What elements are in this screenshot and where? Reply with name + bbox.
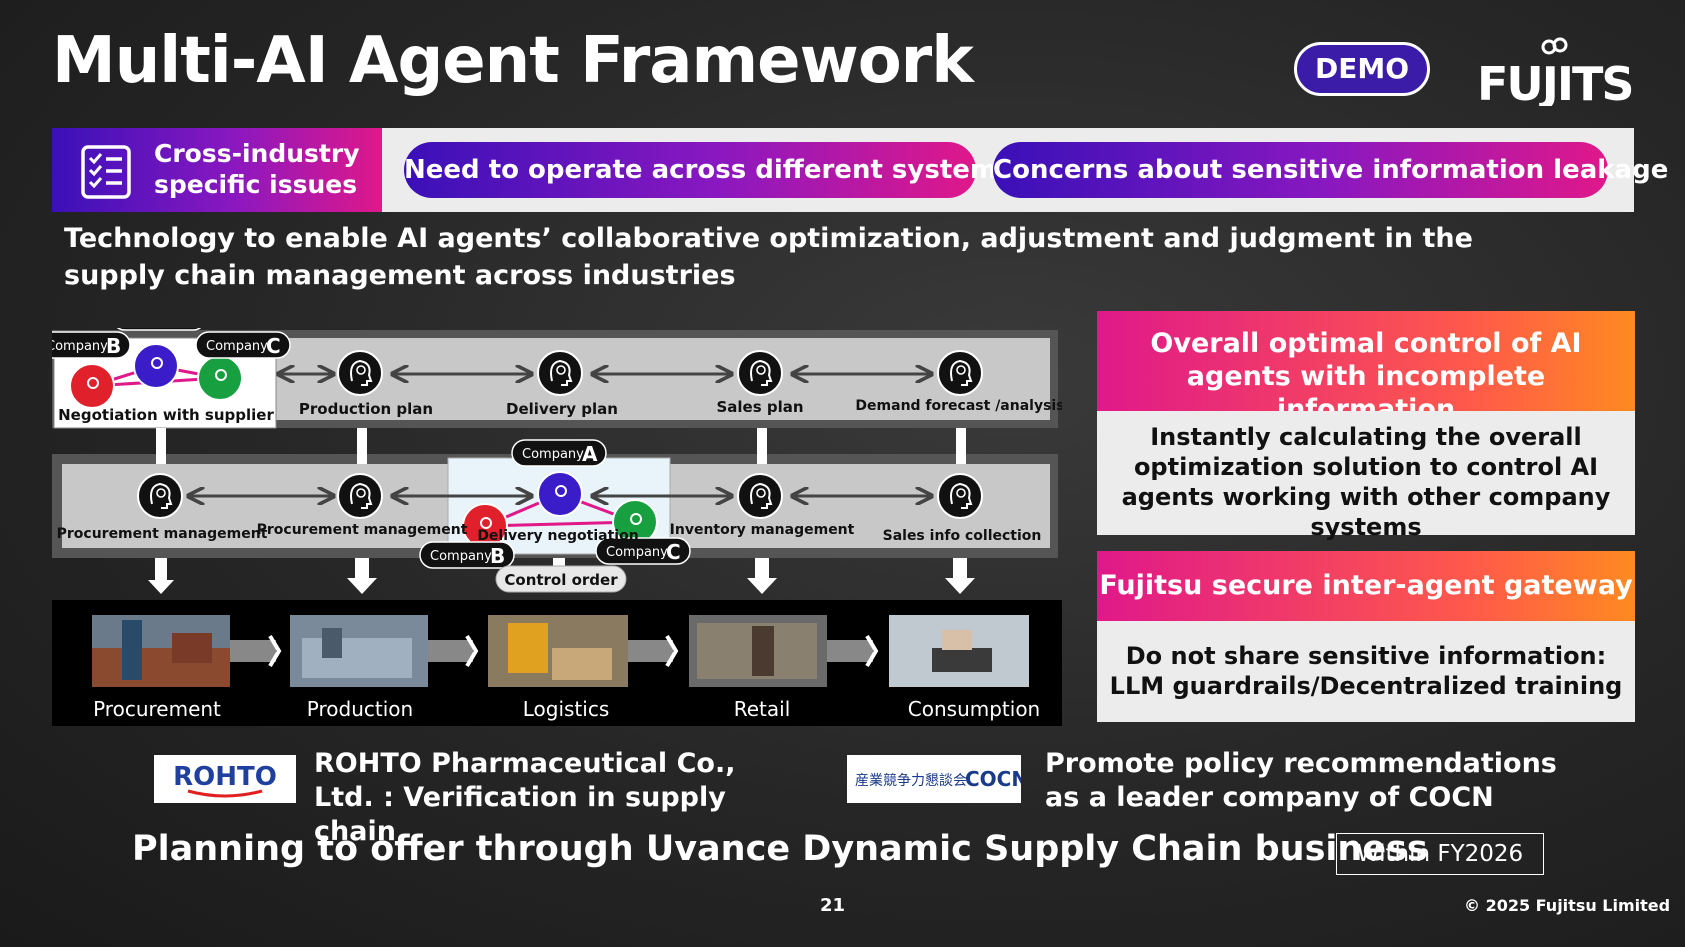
rohto-logo: ROHTO (154, 755, 296, 803)
issues-heading: Cross-industry specific issues (154, 139, 360, 199)
timeline-badge: Within FY2026 (1336, 833, 1544, 875)
label-sales-plan: Sales plan (716, 398, 803, 416)
checklist-icon (81, 145, 131, 199)
delivery-company-b-badge: Company B (419, 541, 515, 569)
svg-text:A: A (582, 442, 598, 466)
svg-text:C: C (666, 540, 681, 564)
company-a-agent-icon (133, 343, 179, 389)
svg-text:Company: Company (430, 549, 492, 564)
label-procurement-mgmt-1: Procurement management (57, 526, 268, 542)
sales-info-agent-icon (937, 473, 983, 519)
svg-text:B: B (106, 334, 121, 358)
svg-text:Company: Company (52, 339, 108, 354)
company-a-badge: Company A (116, 328, 202, 331)
svg-text:ROHTO: ROHTO (173, 762, 277, 792)
svg-text:Company: Company (206, 339, 268, 354)
page-number: 21 (820, 895, 846, 916)
stage-logistics: Logistics (523, 697, 610, 721)
sales-plan-agent-icon (737, 350, 783, 396)
label-delivery-plan: Delivery plan (506, 400, 618, 418)
label-production-plan: Production plan (299, 400, 433, 418)
secure-gateway-body: Do not share sensitive information: LLM … (1097, 621, 1635, 722)
svg-text:Control order: Control order (504, 571, 618, 589)
photo-production (290, 615, 428, 687)
optimal-control-title: Overall optimal control of AI agents wit… (1097, 311, 1635, 425)
stage-consumption: Consumption (908, 697, 1040, 721)
company-b-agent-icon (69, 363, 115, 409)
inventory-agent-icon (737, 473, 783, 519)
fujitsu-logo: FUJITSU (1477, 37, 1635, 106)
svg-text:Company: Company (522, 447, 584, 462)
demand-forecast-agent-icon (937, 350, 983, 396)
svg-text:産業競争力懇談会: 産業競争力懇談会 (855, 772, 967, 789)
issue-pill-systems: Need to operate across different systems (404, 142, 1012, 198)
photo-consumption (889, 615, 1029, 687)
delivery-company-b-agent-icon (462, 503, 508, 549)
control-order-pill: Control order (495, 565, 627, 593)
optimal-control-body: Instantly calculating the overall optimi… (1097, 411, 1635, 541)
photo-retail (689, 615, 827, 687)
procurement-mgmt-agent-icon (337, 473, 383, 519)
secure-gateway-title: Fujitsu secure inter-agent gateway (1097, 551, 1635, 621)
stage-retail: Retail (734, 697, 791, 721)
company-b-badge: Company B (52, 331, 131, 359)
cocn-logo: 産業競争力懇談会 COCN (847, 755, 1021, 803)
tech-statement: Technology to enable AI agents’ collabor… (64, 223, 1473, 291)
photo-logistics (488, 615, 628, 687)
copyright: © 2025 Fujitsu Limited (1464, 896, 1671, 915)
page-title: Multi-AI Agent Framework (52, 24, 974, 98)
cocn-description: Promote policy recommendations as a lead… (1045, 748, 1557, 813)
svg-text:B: B (490, 544, 505, 568)
issue-pill-leakage: Concerns about sensitive information lea… (993, 142, 1668, 198)
stage-production: Production (307, 697, 413, 721)
photo-procurement (92, 615, 230, 687)
svg-text:Company: Company (606, 545, 668, 560)
delivery-company-c-badge: Company C (595, 537, 691, 565)
plan-statement: Planning to offer through Uvance Dynamic… (132, 829, 1428, 869)
svg-text:COCN: COCN (965, 767, 1021, 791)
label-delivery-negotiation: Delivery negotiation (477, 528, 638, 544)
stage-procurement: Procurement (93, 697, 221, 721)
delivery-company-a-badge: Company A (511, 439, 607, 467)
rohto-description: ROHTO Pharmaceutical Co., Ltd. : Verific… (314, 748, 736, 847)
label-demand-forecast: Demand forecast /analysis (855, 398, 1062, 414)
supply-chain-diagram: Company A Company B Company C Company A … (52, 328, 1062, 726)
delivery-company-a-agent-icon (537, 471, 583, 517)
svg-text:C: C (266, 334, 281, 358)
company-c-agent-icon (197, 355, 243, 401)
production-plan-agent-icon (337, 350, 383, 396)
label-negotiation: Negotiation with supplier (58, 406, 274, 424)
label-procurement-mgmt-2: Procurement management (257, 522, 468, 538)
procurement-agent-icon (137, 473, 183, 519)
svg-text:A: A (182, 328, 198, 330)
label-inventory: Inventory management (670, 522, 855, 538)
label-sales-info: Sales info collection (883, 528, 1042, 544)
company-c-badge: Company C (195, 331, 291, 359)
delivery-plan-agent-icon (537, 350, 583, 396)
svg-text:FUJITSU: FUJITSU (1477, 57, 1635, 106)
demo-badge: DEMO (1294, 42, 1430, 96)
